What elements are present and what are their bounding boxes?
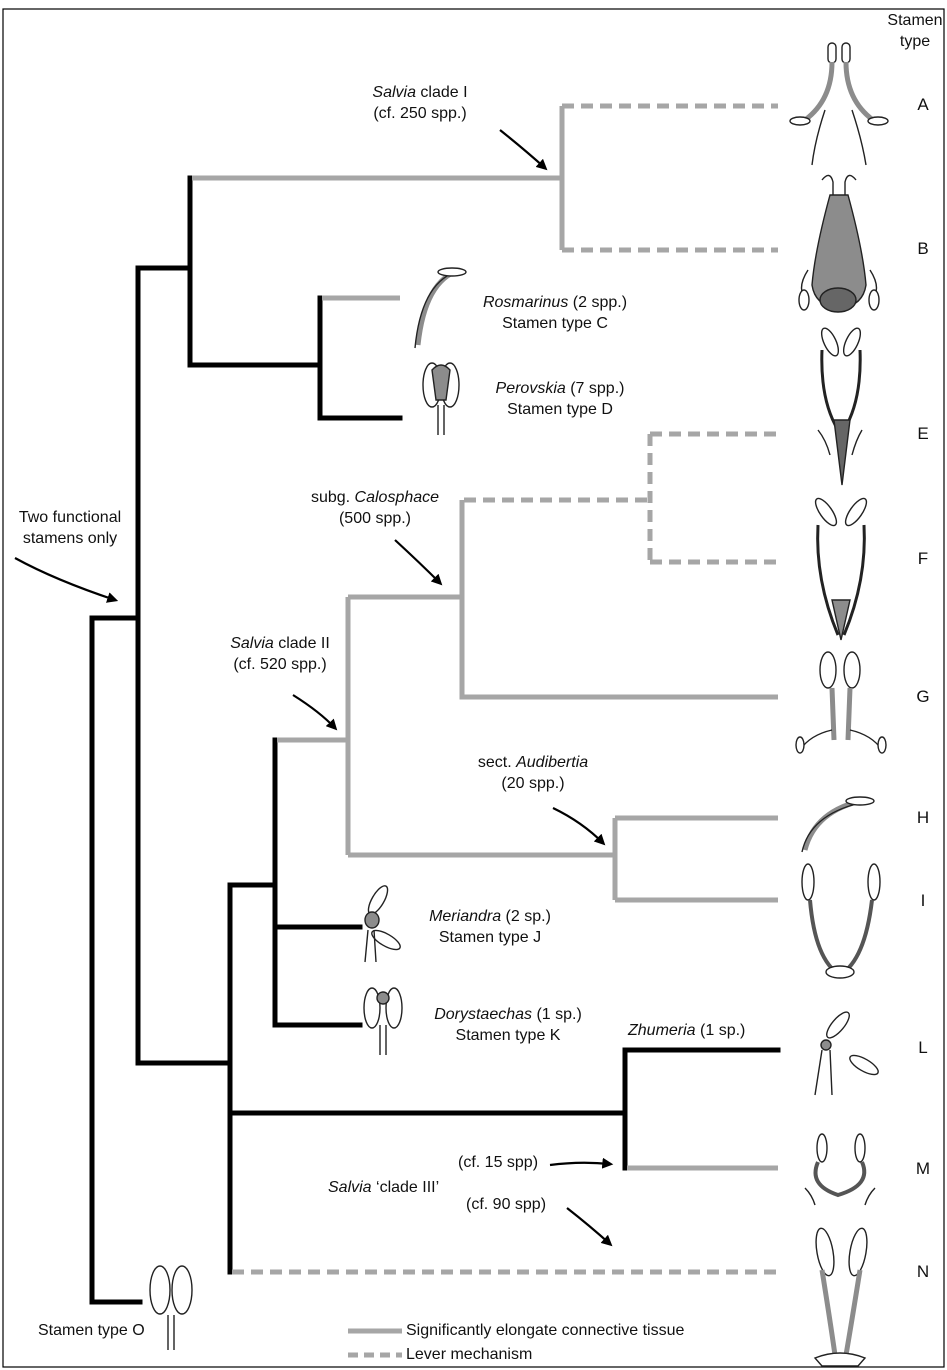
label-salvia-clade2: Salvia clade II (cf. 520 spp.) (210, 633, 350, 675)
stamen-j-icon (365, 883, 403, 962)
type-letter-m: M (910, 1159, 936, 1179)
label-two-functional: Two functional stamens only (8, 507, 132, 549)
type-letter-b: B (910, 239, 936, 259)
stamen-k-icon (364, 988, 402, 1055)
calosphace-prefix: subg. (311, 489, 355, 506)
rosmarinus-type: Stamen type C (470, 313, 640, 334)
label-stamen-o: Stamen type O (38, 1320, 145, 1341)
label-rosmarinus: Rosmarinus (2 spp.) Stamen type C (470, 292, 640, 334)
label-salvia-clade1: Salvia clade I (cf. 250 spp.) (340, 82, 500, 124)
stamen-m-icon (805, 1134, 875, 1205)
calosphace-name: Calosphace (355, 489, 440, 506)
dorystaechas-genus: Dorystaechas (434, 1006, 532, 1023)
type-letter-h: H (910, 808, 936, 828)
stamen-b-icon (799, 175, 879, 312)
audibertia-count: (20 spp.) (458, 773, 608, 794)
clade2-rest: clade II (274, 635, 330, 652)
clade1-count: (cf. 250 spp.) (340, 103, 500, 124)
clade2-genus: Salvia (230, 635, 274, 652)
header-line2: type (880, 31, 947, 52)
arrow-two-functional (15, 558, 115, 600)
clade3-genus: Salvia (328, 1179, 372, 1196)
stamen-l-icon (815, 1009, 881, 1095)
label-calosphace: subg. Calosphace (500 spp.) (290, 487, 460, 529)
perovskia-genus: Perovskia (496, 380, 566, 397)
stamen-h-icon (802, 797, 874, 852)
clade1-rest: clade I (416, 84, 468, 101)
label-zhumeria: Zhumeria (1 sp.) (628, 1020, 745, 1041)
label-audibertia: sect. Audibertia (20 spp.) (458, 752, 608, 794)
stamen-d-icon (423, 363, 459, 435)
meriandra-genus: Meriandra (429, 908, 501, 925)
arrow-clade3a (550, 1163, 610, 1165)
audibertia-name: Audibertia (516, 754, 588, 771)
tree-black-branches (92, 178, 778, 1302)
meriandra-type: Stamen type J (415, 927, 565, 948)
dorystaechas-rest: (1 sp.) (532, 1006, 582, 1023)
type-letter-f: F (910, 549, 936, 569)
stamen-n-icon (813, 1227, 870, 1366)
stamen-i-icon (802, 864, 880, 978)
legend-elongate-label: Significantly elongate connective tissue (406, 1320, 684, 1341)
rosmarinus-rest: (2 spp.) (568, 294, 627, 311)
stamen-f-icon (812, 495, 870, 640)
label-perovskia: Perovskia (7 spp.) Stamen type D (480, 378, 640, 420)
arrow-clade1 (500, 130, 545, 168)
arrow-calosphace (395, 540, 440, 583)
label-clade3-count-a: (cf. 15 spp) (458, 1152, 538, 1173)
clade2-count: (cf. 520 spp.) (210, 654, 350, 675)
zhumeria-genus: Zhumeria (628, 1022, 696, 1039)
perovskia-type: Stamen type D (480, 399, 640, 420)
stamen-g-icon (796, 652, 886, 753)
label-meriandra: Meriandra (2 sp.) Stamen type J (415, 906, 565, 948)
arrow-clade2 (293, 695, 335, 728)
clade1-genus: Salvia (372, 84, 416, 101)
zhumeria-rest: (1 sp.) (696, 1022, 746, 1039)
label-dorystaechas: Dorystaechas (1 sp.) Stamen type K (418, 1004, 598, 1046)
type-letter-g: G (910, 687, 936, 707)
perovskia-rest: (7 spp.) (566, 380, 625, 397)
calosphace-count: (500 spp.) (290, 508, 460, 529)
audibertia-prefix: sect. (478, 754, 516, 771)
type-letter-n: N (910, 1262, 936, 1282)
legend-lever-label: Lever mechanism (406, 1344, 532, 1365)
stamen-e-icon (818, 326, 864, 485)
arrow-clade3b (567, 1208, 610, 1244)
header-stamen-type: Stamen type (880, 10, 947, 52)
type-letter-l: L (910, 1038, 936, 1058)
dorystaechas-type: Stamen type K (418, 1025, 598, 1046)
two-functional-line1: Two functional (8, 507, 132, 528)
clade3-rest: ‘clade III’ (372, 1179, 440, 1196)
stamen-o-icon (150, 1266, 192, 1350)
type-letter-e: E (910, 424, 936, 444)
type-letter-i: I (910, 891, 936, 911)
label-salvia-clade3: Salvia ‘clade III’ (328, 1177, 439, 1198)
stamen-a-icon (790, 43, 888, 165)
two-functional-line2: stamens only (8, 528, 132, 549)
rosmarinus-genus: Rosmarinus (483, 294, 568, 311)
arrow-audibertia (553, 808, 603, 843)
stamen-c-icon (415, 268, 466, 348)
label-clade3-count-b: (cf. 90 spp) (466, 1194, 546, 1215)
type-letter-a: A (910, 95, 936, 115)
meriandra-rest: (2 sp.) (501, 908, 551, 925)
header-line1: Stamen (880, 10, 947, 31)
tree-lever-branches (232, 106, 778, 1272)
